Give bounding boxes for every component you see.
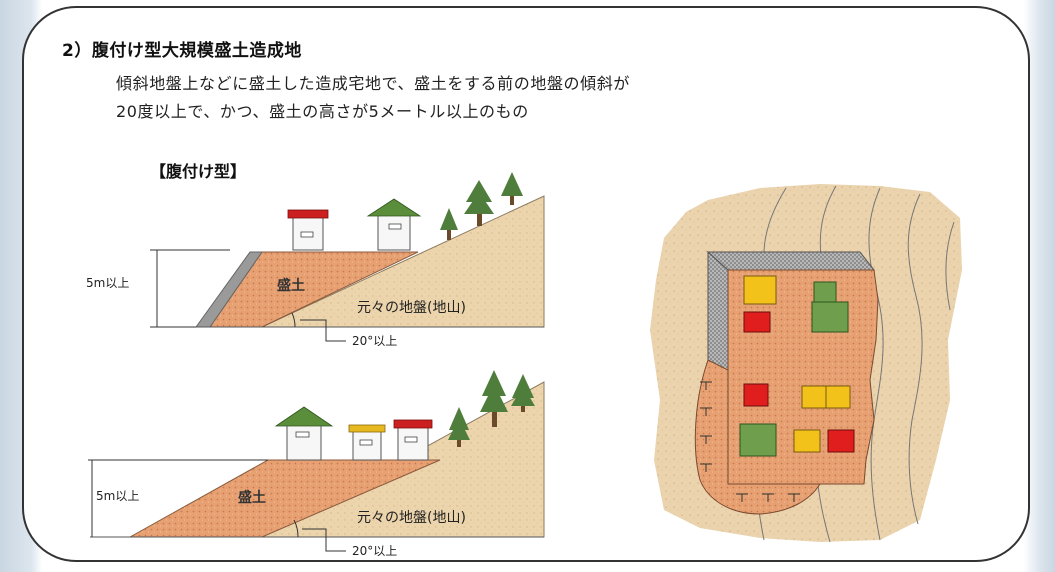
plan-house-red-3 [827,429,855,453]
plan-slope-skirt [694,359,821,515]
plan-house-yellow-1 [743,275,777,305]
bottom-angle-arc [293,519,299,538]
bottom-height-label: 5m以上 [96,489,139,503]
section-heading: 2）腹付け型大規模盛土造成地 [62,41,302,61]
top-height-label: 5m以上 [86,276,129,290]
bottom-house-red-roof [393,419,433,461]
top-house-green-roof [366,198,422,251]
plan-slope-symbols [700,381,800,502]
plan-house-red-2 [743,383,769,407]
plan-house-green-2 [811,301,849,333]
plan-contour-4 [907,193,923,525]
top-tree-3 [501,172,523,205]
plan-house-green-1 [813,281,837,303]
bottom-house-green-roof [274,406,334,461]
top-ground-label: 元々の地盤(地山) [357,300,466,316]
bottom-fill-label: 盛土 [238,489,266,506]
bottom-angle-label: 20°以上 [352,544,397,558]
bottom-tree-1 [448,407,470,447]
type-label: 【腹付け型】 [150,162,247,181]
plan-contour-5 [945,221,955,311]
bottom-cross-section: 5m以上 盛土 元々の地盤(地山) 20°以上 [88,370,545,558]
bottom-angle-leader [302,528,346,552]
top-tree-2 [464,180,494,226]
plan-view-map [650,184,962,543]
description-line-2: 20度以上で、かつ、盛土の高さが5メートル以上のもの [116,102,529,121]
top-angle-leader [300,319,346,342]
plan-contour-3 [868,187,884,541]
top-tree-1 [440,208,458,240]
plan-retaining-wall-top [706,251,876,271]
plan-house-yellow-2 [801,385,827,409]
plan-house-yellow-4 [793,429,821,453]
top-fill-label: 盛土 [277,277,305,294]
top-house-red-roof [287,209,329,251]
top-cross-section: 5m以上 盛土 元々の地盤(地山) 20°以上 [86,172,545,348]
top-angle-label: 20°以上 [352,334,397,348]
bottom-tree-3 [511,374,535,412]
plan-house-red-1 [743,311,771,333]
plan-house-yellow-3 [825,385,851,409]
top-angle-arc [291,312,296,328]
bottom-tree-2 [480,370,508,427]
plan-house-green-3 [739,423,777,457]
bottom-house-yellow-roof [348,424,386,461]
bottom-ground-label: 元々の地盤(地山) [357,510,466,526]
description-line-1: 傾斜地盤上などに盛土した造成宅地で、盛土をする前の地盤の傾斜が [116,74,630,93]
